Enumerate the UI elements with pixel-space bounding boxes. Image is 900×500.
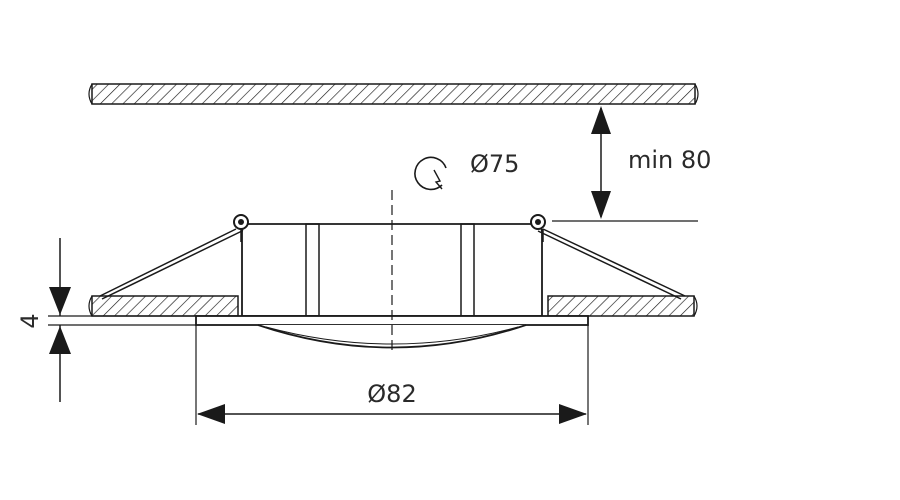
spring-clip-right xyxy=(530,214,686,300)
spring-clip-left xyxy=(99,214,249,300)
thickness-dimension xyxy=(48,238,196,402)
hole-saw-icon xyxy=(414,156,447,191)
clearance-dimension xyxy=(552,106,698,222)
cutout-diameter-label: Ø75 xyxy=(470,150,519,178)
ceiling-slab xyxy=(88,83,699,105)
ring-diameter-label: Ø82 xyxy=(367,380,416,408)
ring-diameter-dimension xyxy=(195,325,589,425)
ceiling-panel-right xyxy=(547,295,698,317)
thickness-label: 4 xyxy=(16,313,44,328)
ceiling-panel-left xyxy=(88,295,239,317)
clearance-label: min 80 xyxy=(628,146,711,174)
